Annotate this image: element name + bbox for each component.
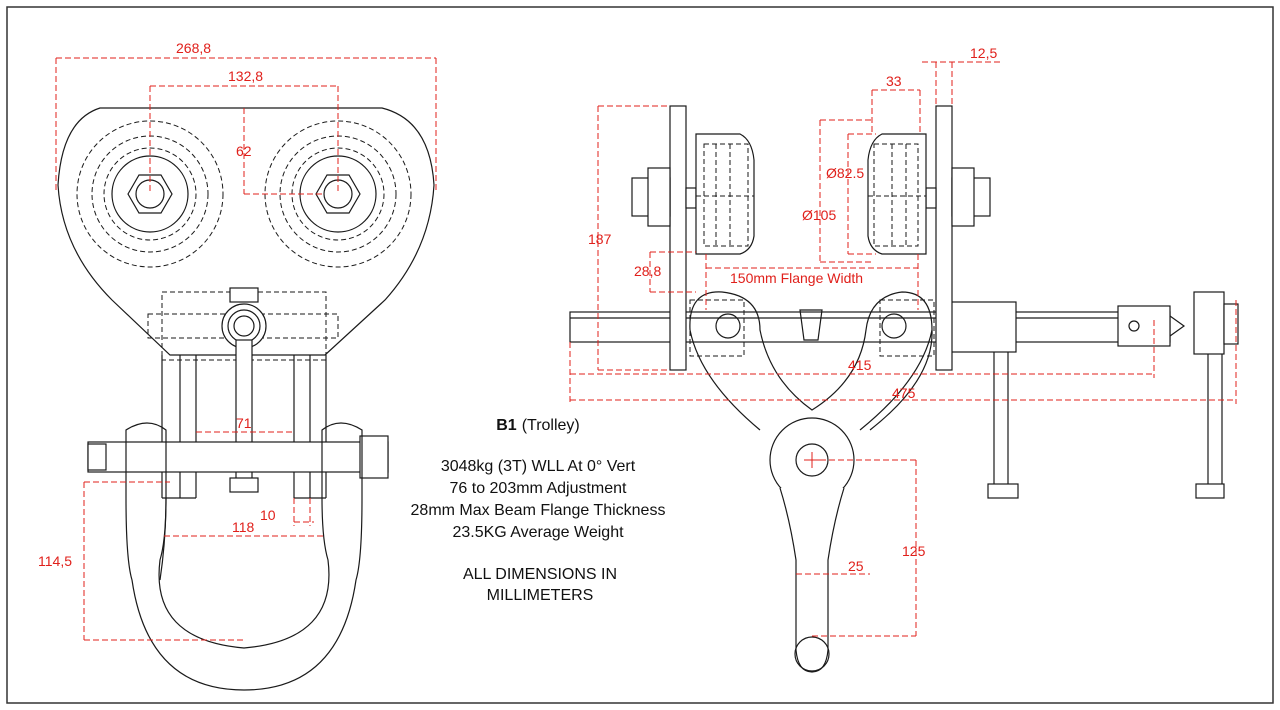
spec-line: 3048kg (3T) WLL At 0° Vert — [441, 458, 636, 475]
front-view — [57, 107, 435, 691]
dim-width-475: 475 — [892, 385, 916, 401]
side-dimensions: 187 28,8 150mm Flange Width 415 475 33 1… — [569, 45, 1237, 637]
left-wheel — [76, 120, 224, 268]
spec-code: B1 — [496, 417, 517, 434]
dim-plate-gap: 71 — [236, 415, 252, 431]
dim-overall-width: 268,8 — [176, 40, 211, 56]
spec-title: B1 (Trolley) — [496, 417, 580, 434]
dim-plate-t: 12,5 — [970, 45, 997, 61]
dim-side-height: 187 — [588, 231, 612, 247]
spec-line: 76 to 203mm Adjustment — [450, 480, 628, 497]
units-note: MILLIMETERS — [487, 587, 594, 604]
dim-flange-max: 28,8 — [634, 263, 661, 279]
dim-shackle-height: 114,5 — [38, 553, 72, 569]
dim-pin-gap: 118 — [232, 519, 255, 535]
spec-line: 23.5KG Average Weight — [452, 524, 624, 541]
spec-line: 28mm Max Beam Flange Thickness — [411, 502, 666, 519]
drawing-border — [6, 6, 1274, 704]
spec-block: B1 (Trolley) 3048kg (3T) WLL At 0° Vert 7… — [411, 417, 666, 604]
dim-wheel-width: 33 — [886, 73, 902, 89]
dim-wheel-dia: Ø105 — [802, 207, 836, 223]
dim-flange-width: 150mm Flange Width — [730, 270, 863, 286]
spec-name: (Trolley) — [522, 417, 580, 434]
front-dimensions: 268,8 132,8 62 71 118 10 114,5 — [38, 40, 437, 641]
units-note: ALL DIMENSIONS IN — [463, 566, 617, 583]
dim-wheel-centres: 132,8 — [228, 68, 263, 84]
dim-eye-width: 25 — [848, 558, 864, 574]
dim-width-415: 415 — [848, 357, 872, 373]
dim-tread-dia: Ø82.5 — [826, 165, 864, 181]
dim-wheel-offset: 62 — [236, 143, 252, 159]
side-view — [569, 105, 1239, 673]
dim-plate-thickness: 10 — [260, 507, 276, 523]
dim-eye-drop: 125 — [902, 543, 926, 559]
